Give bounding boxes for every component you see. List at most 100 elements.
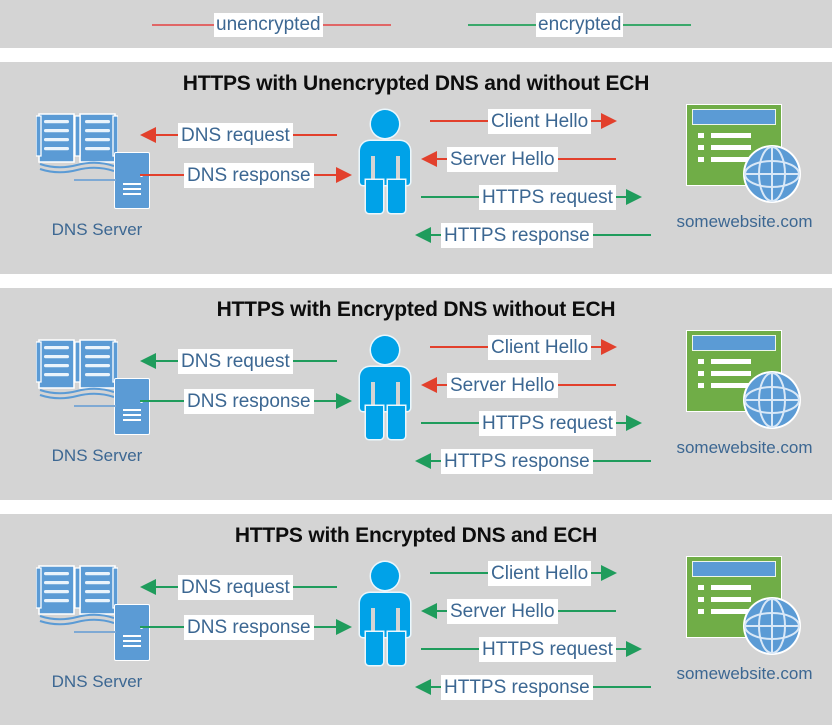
dns-connector-line [74, 179, 116, 181]
list-line [711, 609, 751, 614]
red-line-icon [437, 384, 447, 386]
arrowhead-right-icon [625, 189, 642, 205]
website-node: somewebsite.com [668, 556, 818, 701]
green-line-icon [313, 626, 336, 628]
list-bullet [698, 359, 704, 364]
green-line-icon [431, 460, 441, 462]
green-line-icon [592, 460, 651, 462]
panel-title-1: HTTPS with Encrypted DNS without ECH [216, 298, 616, 321]
panel-title-0: HTTPS with Unencrypted DNS and without E… [182, 72, 650, 95]
server-slot [123, 409, 141, 411]
flow-label: DNS response [184, 162, 314, 188]
list-bullet [698, 133, 704, 138]
flow-https-request: HTTPS request [421, 636, 642, 662]
arrowhead-right-icon [625, 415, 642, 431]
user-arm-gap [371, 156, 375, 182]
legend-label-unencrypted: unencrypted [214, 13, 323, 37]
flow-https-response: HTTPS response [415, 222, 651, 248]
green-line-icon [140, 626, 184, 628]
green-line-icon [292, 586, 337, 588]
green-line-icon [431, 686, 441, 688]
green-line-icon [431, 234, 441, 236]
flow-label: HTTPS request [479, 636, 616, 662]
list-line [711, 157, 751, 162]
arrowhead-right-icon [601, 339, 618, 355]
book-icon [36, 565, 118, 626]
flow-https-request: HTTPS request [421, 184, 642, 210]
flow-https-request: HTTPS request [421, 410, 642, 436]
list-line [711, 597, 751, 602]
user-arm-gap [396, 608, 400, 634]
green-line-icon [421, 648, 479, 650]
green-line-icon [430, 572, 488, 574]
flow-label: Server Hello [447, 372, 558, 398]
user-icon [355, 110, 415, 213]
flow-dns-response: DNS response [140, 388, 352, 414]
browser-window-icon [686, 104, 782, 186]
arrowhead-left-icon [415, 453, 431, 469]
user-leg [366, 406, 383, 439]
green-line-icon [156, 586, 178, 588]
red-line-icon [322, 24, 391, 26]
list-line [711, 383, 751, 388]
green-line-icon [421, 422, 479, 424]
server-slot [123, 419, 141, 421]
red-line-icon [437, 158, 447, 160]
server-slot [123, 635, 141, 637]
globe-icon [743, 145, 801, 203]
scenario-panel-2: HTTPS with Encrypted DNS and ECH [0, 514, 832, 725]
dns-server-label: DNS Server [51, 446, 143, 465]
dns-connector-line [74, 405, 116, 407]
arrowhead-right-icon [335, 167, 352, 183]
list-line [711, 359, 751, 364]
flow-label: DNS request [178, 122, 293, 148]
flow-label: HTTPS response [441, 448, 593, 474]
dns-server-node: DNS Server [22, 562, 172, 702]
list-line [711, 585, 751, 590]
legend-label-encrypted: encrypted [536, 13, 624, 37]
arrowhead-left-icon [415, 227, 431, 243]
red-line-icon [557, 384, 616, 386]
green-line-icon [615, 196, 626, 198]
green-line-icon [592, 234, 651, 236]
user-leg [388, 406, 405, 439]
arrowhead-right-icon [601, 113, 618, 129]
user-leg [388, 632, 405, 665]
scenario-panel-0: HTTPS with Unencrypted DNS and without E… [0, 62, 832, 274]
flow-server-hello: Server Hello [421, 372, 616, 398]
dns-server-label: DNS Server [51, 220, 143, 239]
flow-client-hello: Client Hello [430, 334, 618, 360]
user-icon [355, 562, 415, 665]
list-bullet [698, 585, 704, 590]
user-head [371, 336, 399, 364]
arrowhead-left-icon [421, 377, 437, 393]
user-torso [360, 593, 410, 637]
globe-icon [743, 371, 801, 429]
list-bullet [698, 383, 704, 388]
website-node: somewebsite.com [668, 330, 818, 475]
green-line-icon [292, 360, 337, 362]
dns-server-label: DNS Server [51, 672, 143, 691]
legend-item-encrypted: encrypted [468, 13, 692, 37]
flow-client-hello: Client Hello [430, 560, 618, 586]
dns-connector-line [74, 631, 116, 633]
list-bullet [698, 597, 704, 602]
flow-client-hello: Client Hello [430, 108, 618, 134]
green-line-icon [156, 360, 178, 362]
flow-label: HTTPS request [479, 410, 616, 436]
red-line-icon [591, 120, 602, 122]
arrowhead-left-icon [421, 151, 437, 167]
flow-dns-request: DNS request [140, 122, 337, 148]
server-slot [123, 193, 141, 195]
flow-https-response: HTTPS response [415, 674, 651, 700]
browser-titlebar [692, 561, 776, 577]
arrowhead-right-icon [601, 565, 618, 581]
red-line-icon [591, 346, 602, 348]
legend: unencrypted encrypted [0, 0, 832, 48]
green-line-icon [140, 400, 184, 402]
book-icon [36, 339, 118, 400]
red-line-icon [430, 346, 488, 348]
flow-dns-request: DNS request [140, 574, 337, 600]
flow-label: Server Hello [447, 598, 558, 624]
dns-server-node: DNS Server [22, 110, 172, 250]
